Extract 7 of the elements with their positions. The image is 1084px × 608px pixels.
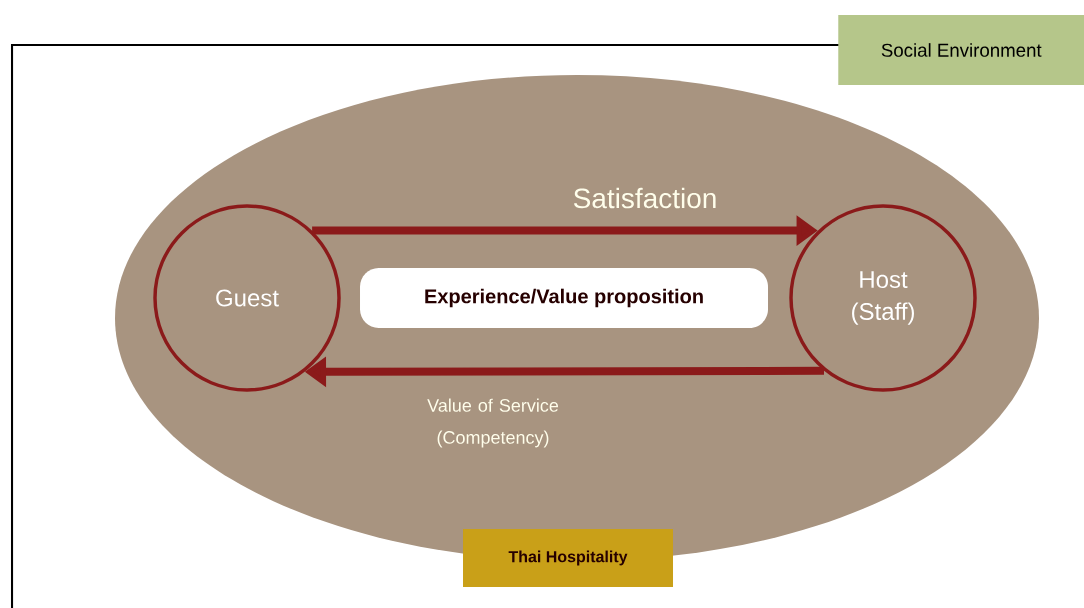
edge-label: Value of Service (Competency) (427, 398, 559, 448)
circle-node: Guest (153, 204, 341, 392)
rounded-label: Experience/Value proposition (360, 268, 768, 328)
edge-label: Satisfaction (573, 187, 716, 209)
tag-label: Thai Hospitality (463, 529, 673, 587)
circle-node: Host (Staff) (789, 204, 977, 392)
tag-label: Social Environment (838, 15, 1084, 85)
